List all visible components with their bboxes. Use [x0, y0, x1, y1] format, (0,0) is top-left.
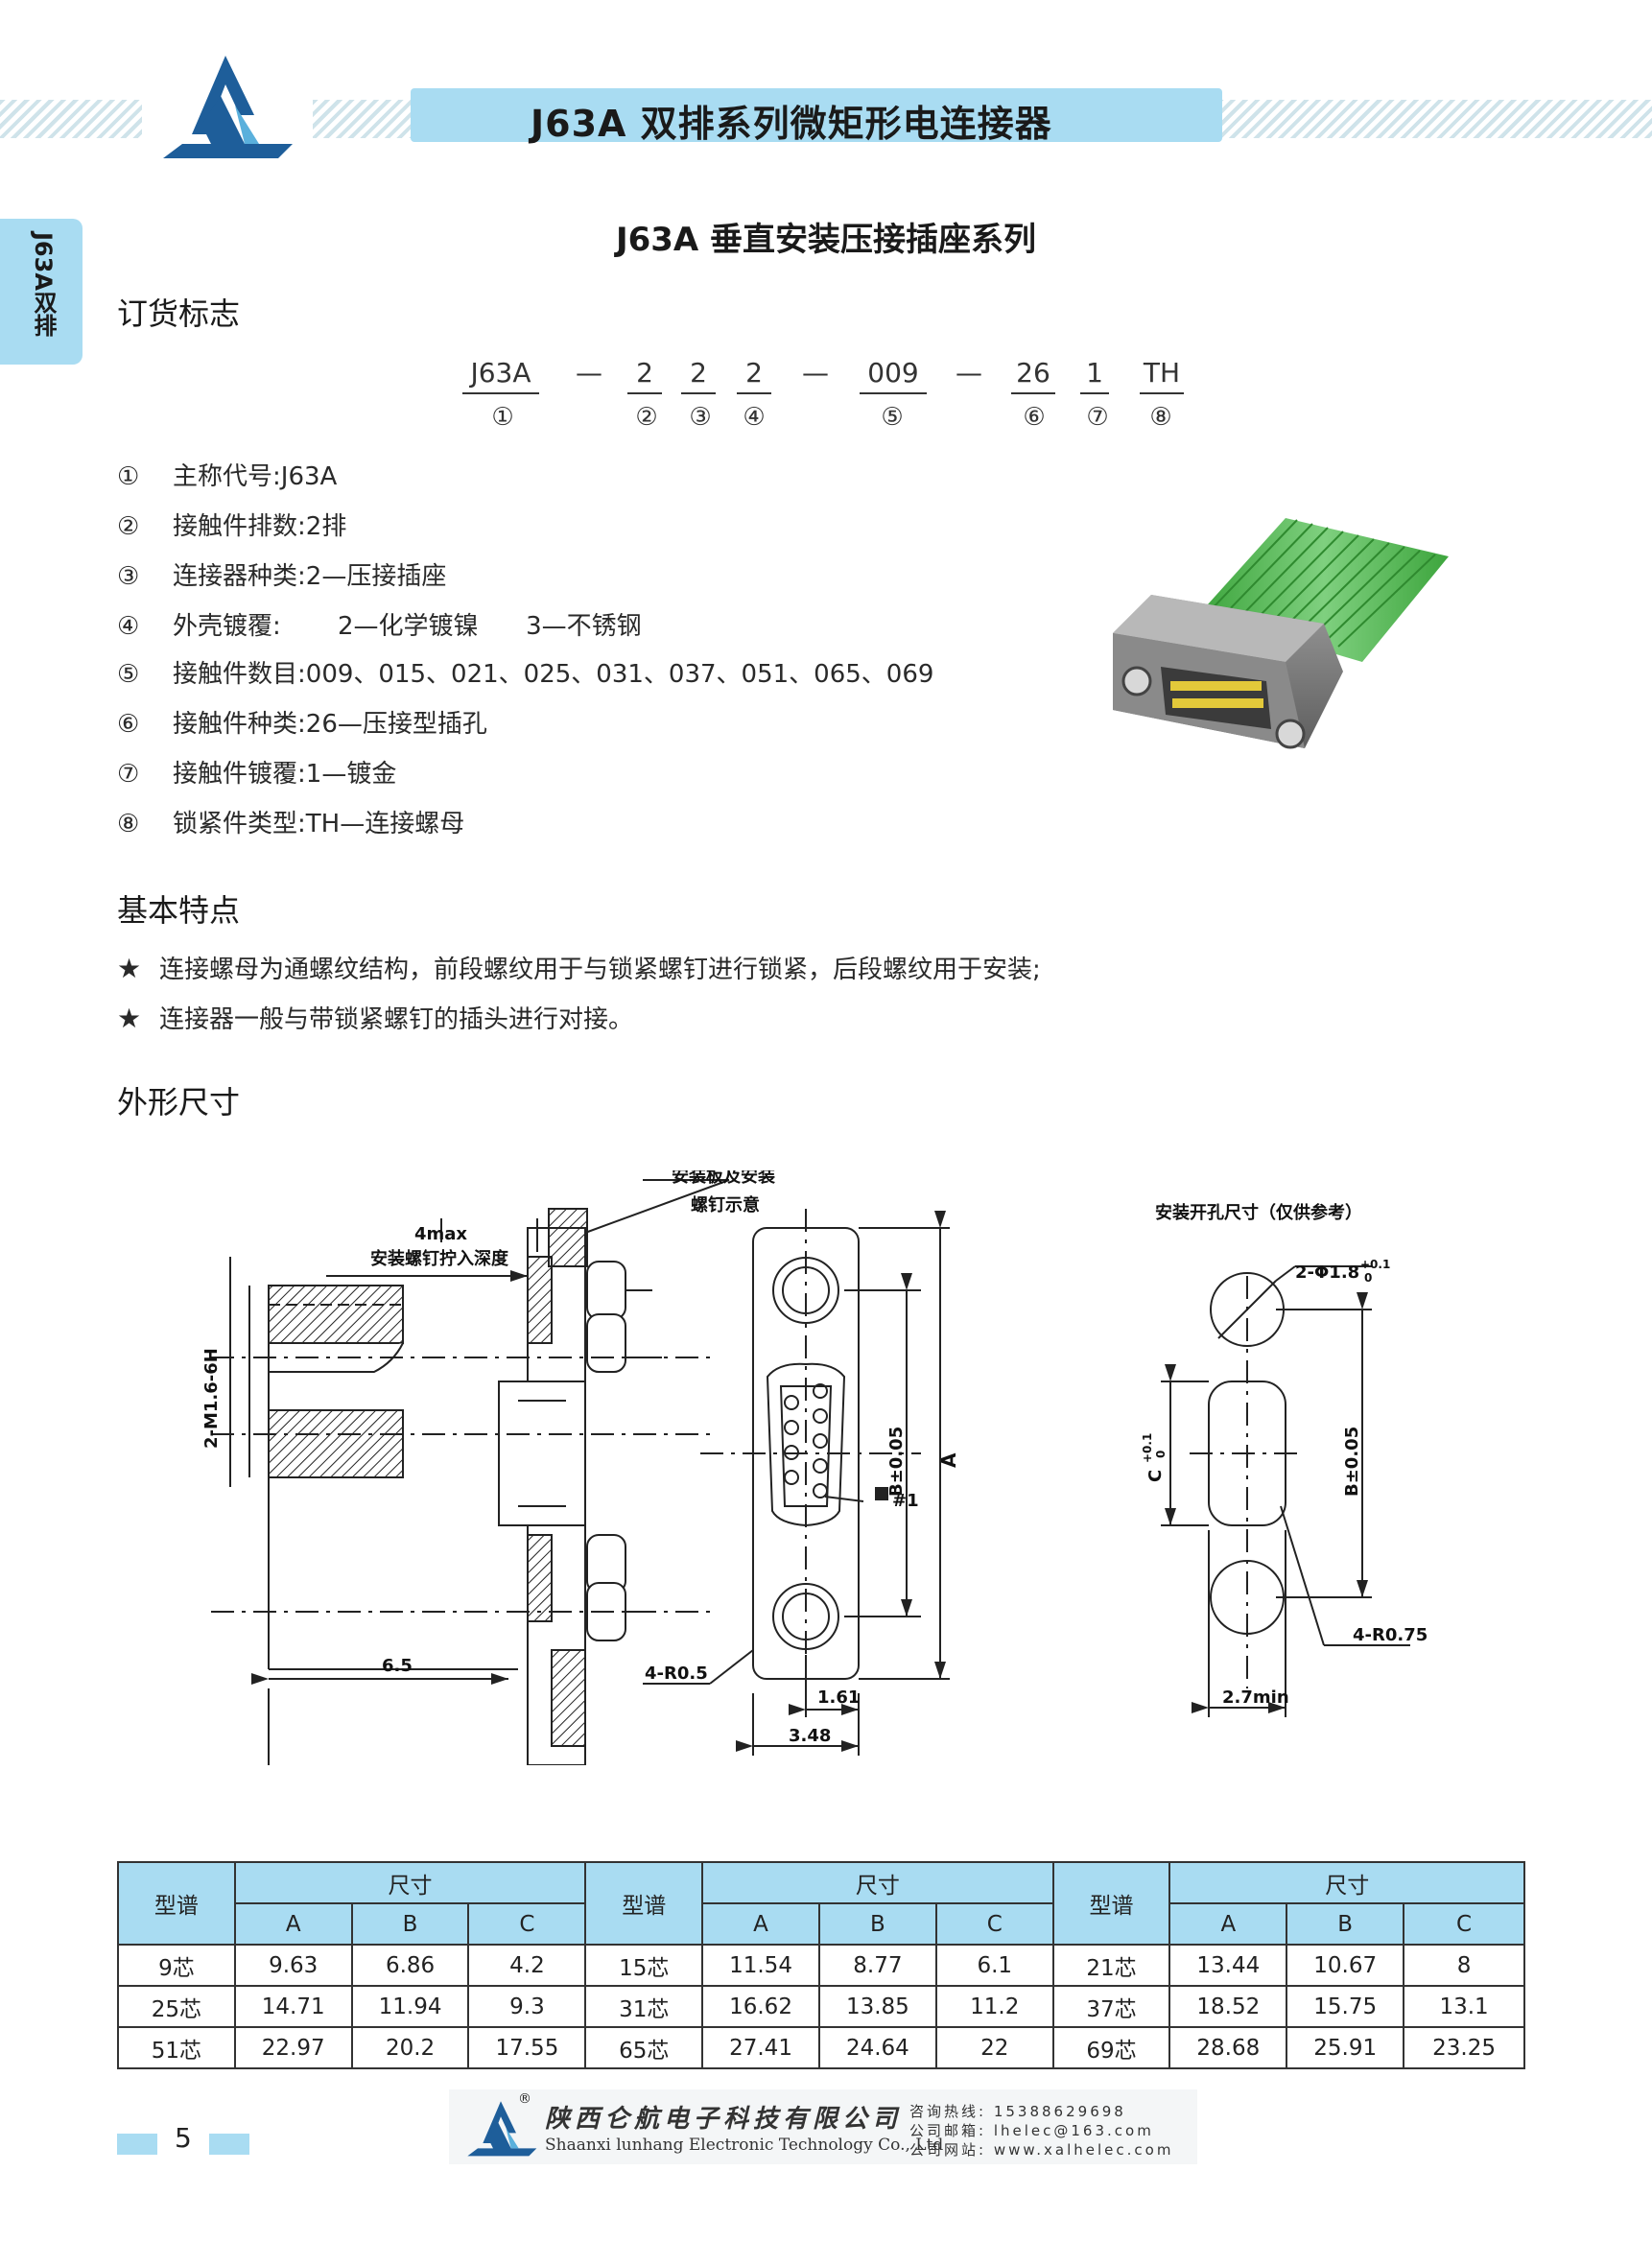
code-num-3: ③: [689, 403, 712, 432]
registered-mark: ®: [518, 2091, 531, 2107]
col-c: C: [1403, 1902, 1525, 1946]
label-4max: 4max: [414, 1224, 467, 1244]
col-b: B: [1286, 1902, 1405, 1946]
label-c-tol: +0.1: [1141, 1433, 1154, 1463]
features-heading: 基本特点: [117, 892, 241, 929]
code-part-contact-plating: 1: [1080, 357, 1109, 394]
page-title: J63A 双排系列微矩形电连接器: [531, 103, 1052, 145]
company-name-en: Shaanxi lunhang Electronic Technology Co…: [545, 2136, 944, 2155]
code-part-prefix: J63A: [462, 357, 539, 394]
table-head-model: 型谱: [1051, 1861, 1171, 1946]
code-part-lock: TH: [1140, 357, 1184, 394]
code-num-6: ⑥: [1023, 403, 1046, 432]
label-348: 3.48: [789, 1726, 831, 1746]
company-name-cn: 陕西仑航电子科技有限公司: [545, 2105, 903, 2134]
code-dash-2: —: [802, 357, 829, 389]
dimension-drawing: 安装板及安装 螺钉示意 4max 安装螺钉拧入深度 2-M1.6-6H 6.5 …: [201, 1170, 1428, 1765]
title-band: [411, 88, 1222, 142]
label-c-tol0: 0: [1154, 1451, 1168, 1458]
col-b: B: [350, 1902, 470, 1946]
code-num-1: ①: [491, 403, 514, 432]
side-tab: J63A双排: [0, 219, 83, 365]
label-hole-tol: +0.1: [1360, 1258, 1390, 1271]
header-hatch-left: [0, 100, 142, 138]
ordering-heading: 订货标志: [117, 295, 241, 332]
label-r075: 4-R0.75: [1353, 1625, 1428, 1645]
label-pin1: #1: [892, 1491, 919, 1511]
label-hole-tol0: 0: [1364, 1271, 1372, 1285]
code-dash-3: —: [956, 357, 982, 389]
feature-item: ★连接螺母为通螺纹结构，前段螺纹用于与锁紧螺钉进行锁紧，后段螺纹用于安装;: [117, 953, 1041, 984]
col-a: A: [233, 1902, 353, 1946]
table-header-row: 型谱 尺寸 型谱 尺寸 型谱 尺寸: [117, 1861, 1525, 1946]
label-r05: 4-R0.5: [645, 1664, 708, 1684]
code-num-2: ②: [635, 403, 658, 432]
label-panel2: 螺钉示意: [691, 1194, 760, 1215]
page-number: 5: [175, 2122, 192, 2154]
label-length: 6.5: [382, 1656, 413, 1676]
footer-website: 公司网站: www.xalhelec.com: [909, 2141, 1174, 2159]
label-c: C: [1145, 1470, 1166, 1482]
side-tab-label: J63A双排: [30, 232, 57, 337]
footer-logo-icon: [467, 2101, 537, 2157]
table-head-size: 尺寸: [701, 1861, 1054, 1904]
code-part-plating: 2: [737, 357, 771, 394]
col-c: C: [934, 1902, 1054, 1946]
table-subheader-row: A B C A B C A B C: [118, 1902, 1525, 1946]
label-b2: B±0.05: [1342, 1427, 1362, 1497]
header-hatch-right: [1218, 100, 1652, 138]
page-bar-right: [209, 2134, 249, 2155]
feature-item: ★连接器一般与带锁紧螺钉的插头进行对接。: [117, 1003, 634, 1034]
header-hatch-mid: [313, 100, 418, 138]
code-dash-1: —: [576, 357, 602, 389]
table-head-size: 尺寸: [1168, 1861, 1525, 1904]
col-a: A: [1168, 1902, 1288, 1946]
code-part-rows: 2: [627, 357, 662, 394]
col-a: A: [701, 1902, 820, 1946]
table-head-model: 型谱: [117, 1861, 236, 1946]
col-b: B: [817, 1902, 937, 1946]
code-num-8: ⑧: [1149, 403, 1172, 432]
label-thread: 2-M1.6-6H: [201, 1348, 222, 1449]
label-a: A: [937, 1452, 960, 1468]
company-logo-icon: [163, 56, 293, 158]
code-part-count: 009: [860, 357, 927, 394]
code-num-7: ⑦: [1086, 403, 1109, 432]
label-hole: 2-Φ1.8: [1295, 1263, 1359, 1283]
connector-product-image: [1113, 518, 1449, 749]
label-161: 1.61: [817, 1687, 860, 1708]
footer-email: 公司邮箱: lhelec@163.com: [909, 2122, 1154, 2139]
label-b: B±0.05: [886, 1427, 907, 1497]
label-27min: 2.7min: [1222, 1687, 1289, 1708]
dimensions-heading: 外形尺寸: [117, 1084, 241, 1121]
table-head-model: 型谱: [584, 1861, 704, 1946]
footer-hotline: 咨询热线: 15388629698: [909, 2103, 1126, 2120]
label-depth-note: 安装螺钉拧入深度: [370, 1248, 509, 1269]
page-bar-left: [117, 2134, 157, 2155]
label-cutout-title: 安装开孔尺寸（仅供参考）: [1155, 1202, 1362, 1223]
code-num-4: ④: [743, 403, 766, 432]
series-subtitle: J63A 垂直安装压接插座系列: [615, 221, 1037, 259]
label-panel: 安装板及安装: [672, 1170, 775, 1187]
col-c: C: [467, 1902, 587, 1946]
table-head-size: 尺寸: [233, 1861, 587, 1904]
code-num-5: ⑤: [881, 403, 904, 432]
code-part-contact: 26: [1011, 357, 1055, 394]
footer-company-box: [449, 2089, 1197, 2164]
code-part-type: 2: [681, 357, 716, 394]
